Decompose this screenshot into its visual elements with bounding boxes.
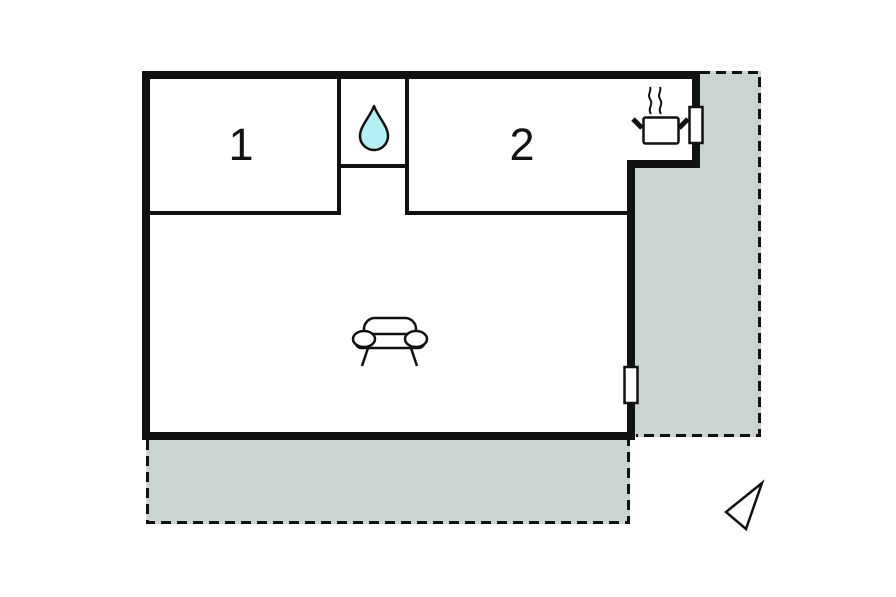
terrace-right-area: [635, 71, 761, 437]
wall-right: [627, 160, 635, 440]
wall-room1-bottom: [150, 211, 341, 215]
steam-line-left: [648, 86, 653, 115]
sofa-leg-right: [409, 347, 419, 367]
terrace-right-dashed-border: [636, 71, 761, 437]
sofa-arm-right: [403, 329, 429, 349]
pot-body: [642, 116, 680, 145]
door-marker-living-room: [623, 365, 639, 405]
water-drop-icon: [358, 104, 390, 152]
pot-handle-left: [631, 117, 644, 130]
sofa-arm-left: [351, 329, 377, 349]
room-1-label: 1: [228, 119, 253, 170]
direction-arrow-icon: [724, 479, 765, 532]
wall-left: [142, 71, 150, 440]
wall-room1-right: [337, 79, 341, 215]
terrace-bottom: [146, 440, 630, 524]
wall-bathroom-bottom: [337, 164, 409, 168]
interior-walls: [150, 79, 627, 215]
sofa-leg-left: [360, 347, 370, 367]
pot-handle-right: [677, 117, 690, 130]
terrace-bottom-dashed-border: [146, 440, 630, 524]
wall-bottom: [142, 432, 635, 440]
door-marker-kitchen: [688, 105, 704, 145]
sofa-icon: [351, 316, 429, 367]
wall-room2-left: [405, 79, 409, 215]
exterior-walls: [142, 71, 700, 440]
steam-line-right: [658, 86, 663, 115]
cooking-pot-icon: [631, 86, 690, 145]
terrace-bottom-area: [146, 440, 630, 524]
wall-top: [142, 71, 700, 79]
terrace-right: [635, 71, 761, 437]
wall-room2-bottom: [405, 211, 627, 215]
kitchen-wall-bottom: [627, 160, 700, 168]
room-2-label: 2: [509, 119, 534, 170]
